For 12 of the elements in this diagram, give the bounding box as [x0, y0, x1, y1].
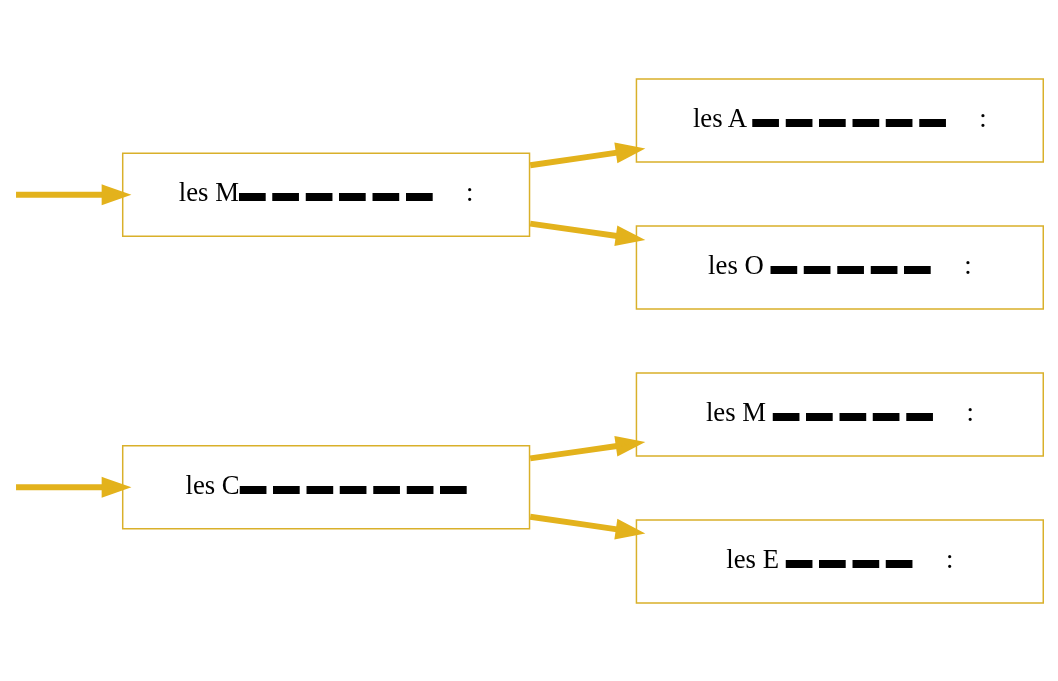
node-box: les A ▬ ▬ ▬ ▬ ▬ ▬ : — [635, 77, 1044, 163]
node-box: les O ▬ ▬ ▬ ▬ ▬ : — [635, 224, 1044, 310]
node-box: les E ▬ ▬ ▬ ▬ : — [635, 518, 1044, 604]
arrow — [529, 435, 646, 461]
arrow — [529, 142, 646, 168]
arrow — [529, 220, 646, 246]
node-box: les C▬ ▬ ▬ ▬ ▬ ▬ ▬ — [121, 444, 531, 530]
arrow — [16, 476, 132, 498]
node-box: les M▬ ▬ ▬ ▬ ▬ ▬ : — [121, 151, 531, 237]
node-box: les M ▬ ▬ ▬ ▬ ▬ : — [635, 371, 1044, 457]
arrow — [529, 513, 646, 539]
arrow — [16, 183, 132, 205]
